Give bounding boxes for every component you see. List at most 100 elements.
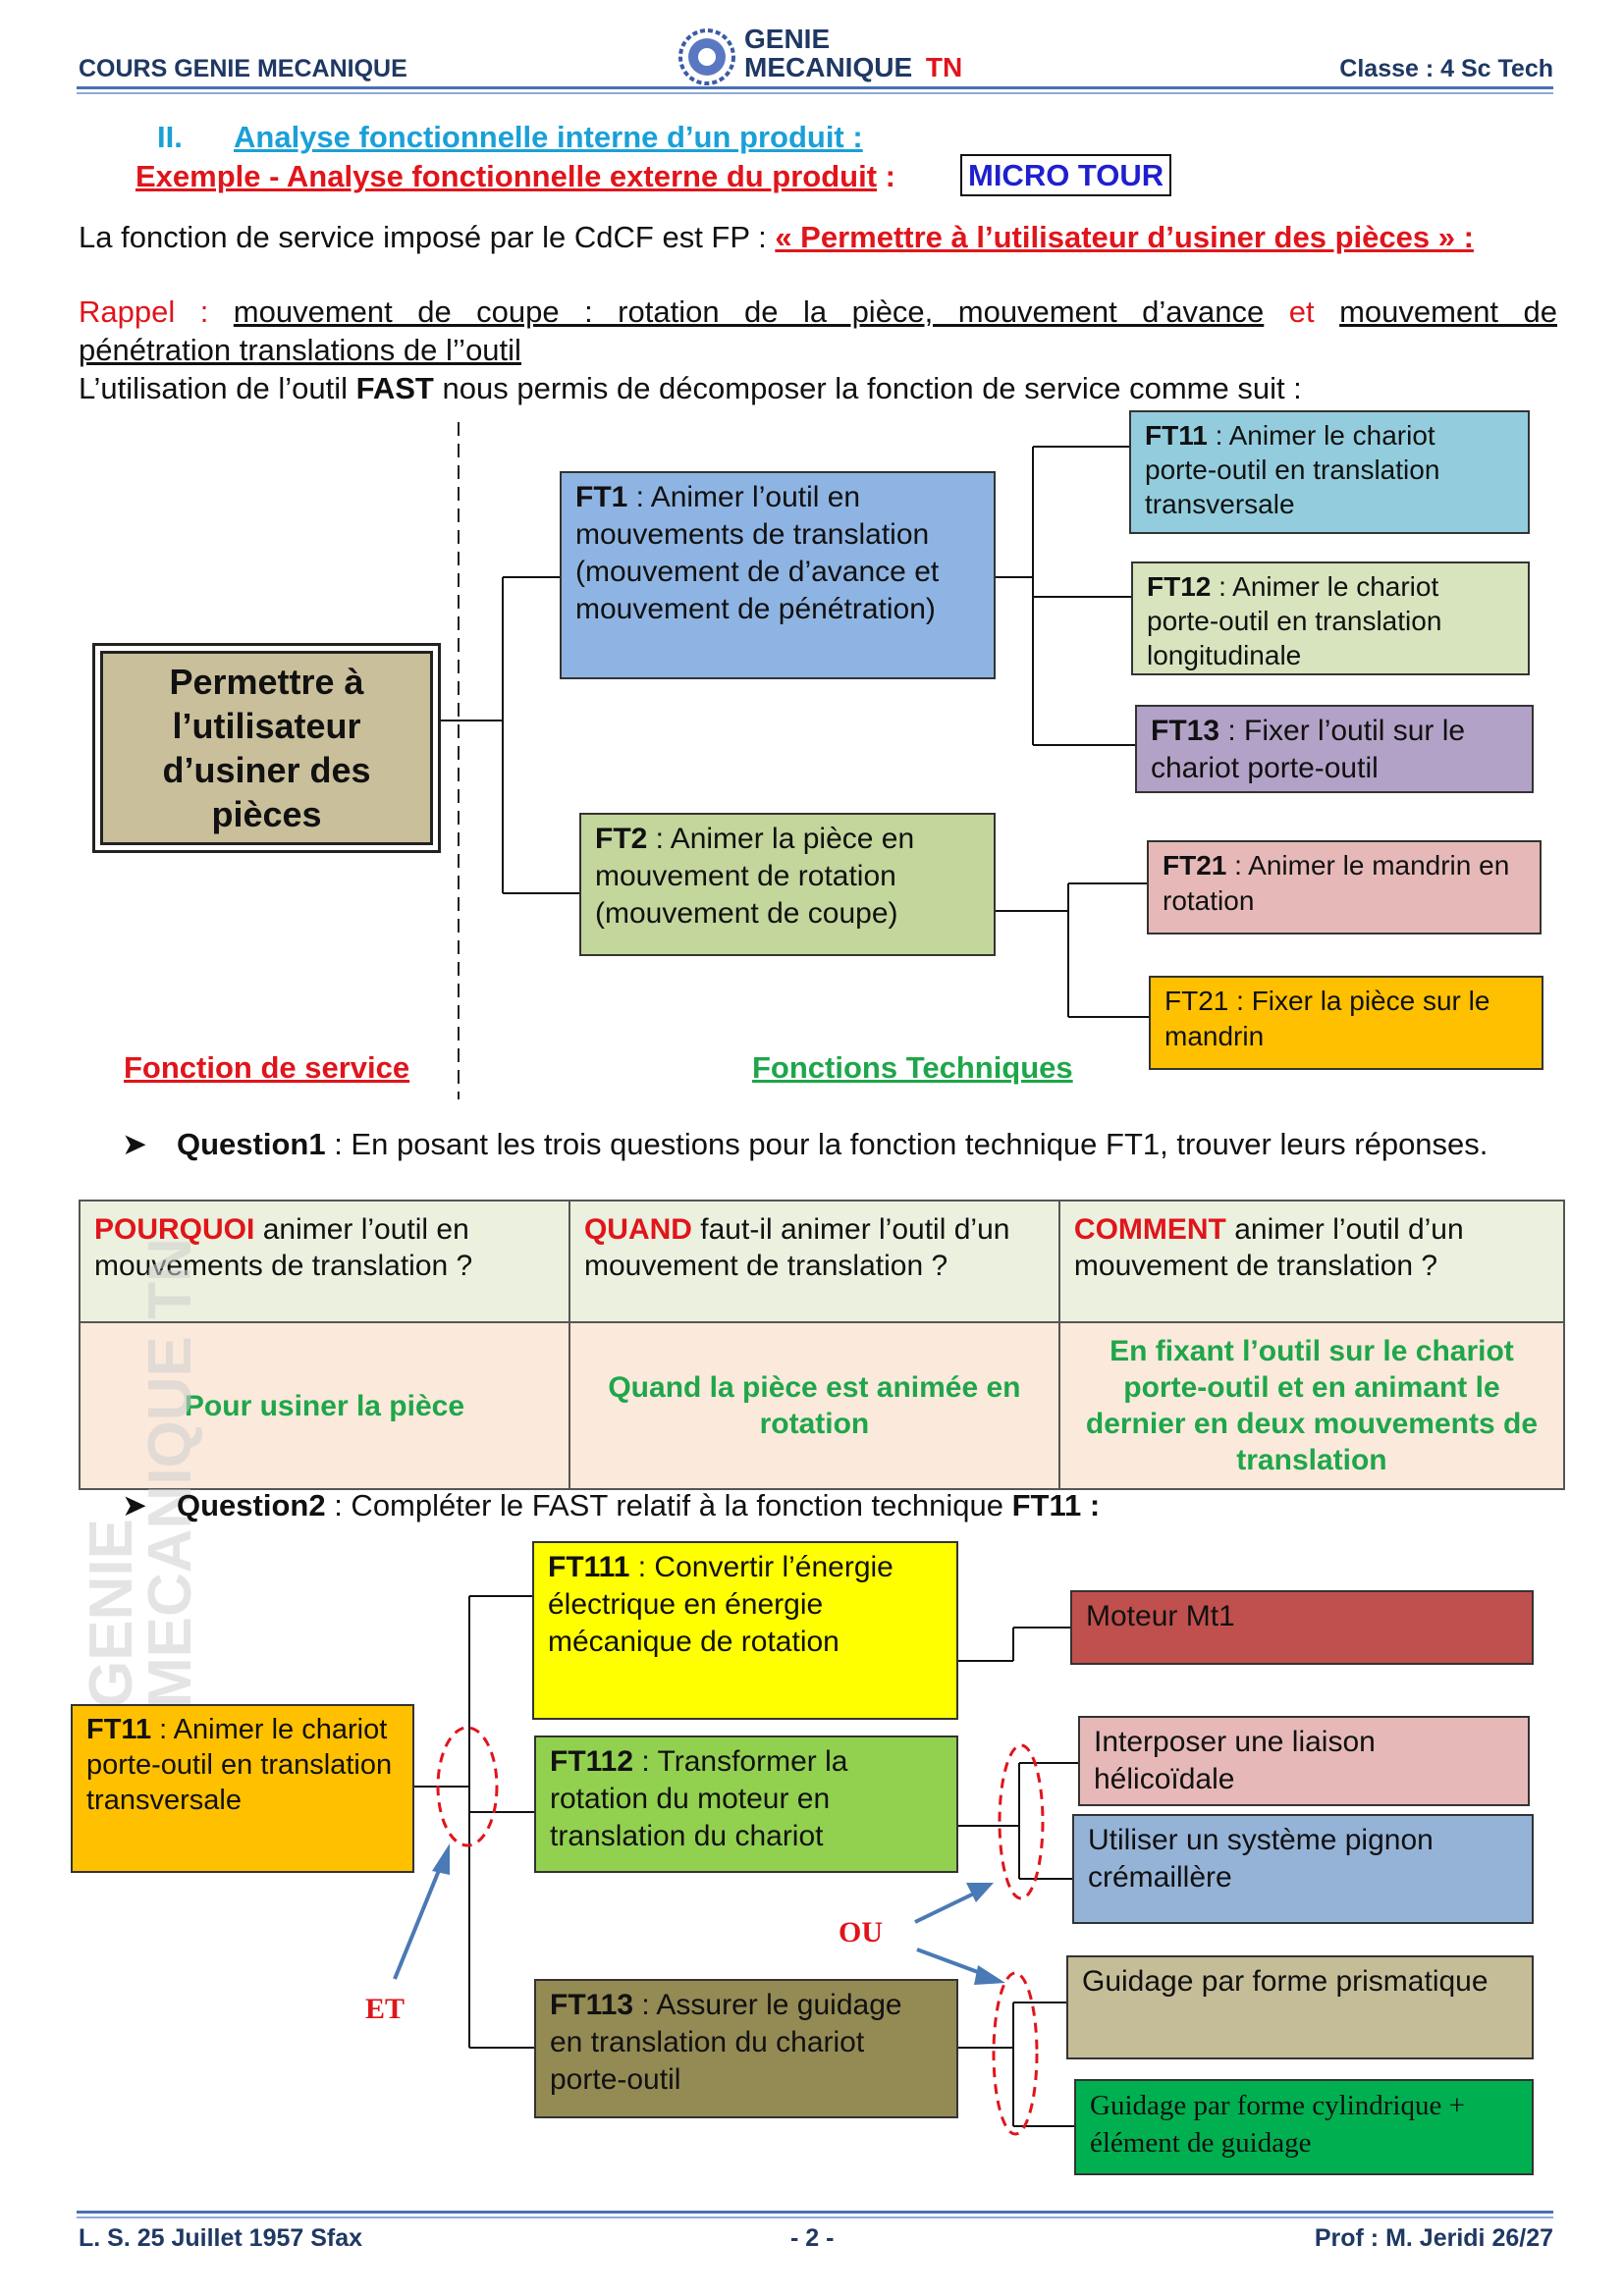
header-pourquoi: POURQUOI animer l’outil en mouvements de… xyxy=(79,1200,570,1323)
example-line: Exemple - Analyse fonctionnelle externe … xyxy=(135,157,895,195)
ft111-box: FT111 : Convertir l’énergie électrique e… xyxy=(532,1541,958,1720)
comment-rest: animer l’outil d’un mouvement de transla… xyxy=(1073,1213,1464,1282)
footer-left: L. S. 25 Juillet 1957 Sfax xyxy=(79,2224,363,2252)
pourquoi-rest: animer l’outil en mouvements de translat… xyxy=(94,1213,473,1282)
header-rule-thin xyxy=(77,92,1553,94)
service-function-text: Permettre à l’utilisateur d’usiner des p… xyxy=(162,662,371,834)
example-label: Exemple - Analyse fonctionnelle externe … xyxy=(135,159,878,193)
gear-logo-icon xyxy=(678,28,735,85)
ft1-text: : Animer l’outil en mouvements de transl… xyxy=(575,481,940,625)
logo-line1: GENIE xyxy=(744,24,831,54)
ft13-box: FT13 : Fixer l’outil sur le chariot port… xyxy=(1135,705,1534,793)
bullet-arrow-icon: ➤ xyxy=(122,1488,147,1522)
prismatique-text: Guidage par forme prismatique xyxy=(1082,1965,1489,1998)
question1-table: POURQUOI animer l’outil en mouvements de… xyxy=(79,1200,1566,1490)
ft113-text: : Assurer le guidage en translation du c… xyxy=(550,1989,902,2096)
question1: ➤ Question1 : En posant les trois questi… xyxy=(122,1125,1512,1163)
ft21-box: FT21 : Animer le mandrin en rotation xyxy=(1147,840,1542,934)
logo-mecanique: MECANIQUE xyxy=(744,52,913,82)
ft113-code: FT113 xyxy=(550,1989,634,2021)
ft111-code: FT111 xyxy=(548,1551,630,1583)
ft13-code: FT13 xyxy=(1151,715,1220,747)
rappel-text-b: mouvement de xyxy=(1339,294,1557,329)
example-colon: : xyxy=(877,159,895,193)
ft1-code: FT1 xyxy=(575,481,628,513)
rappel-label: Rappel : xyxy=(79,294,209,329)
pignon-box: Utiliser un système pignon crémaillère xyxy=(1072,1814,1534,1924)
label-fonction-service: Fonction de service xyxy=(124,1050,410,1085)
ft2-text: : Animer la pièce en mouvement de rotati… xyxy=(595,823,915,930)
ft21b-box: FT21 : Fixer la pièce sur le mandrin xyxy=(1149,976,1543,1070)
ft112-text: : Transformer la rotation du moteur en t… xyxy=(550,1745,848,1852)
logo: GENIE MECANIQUE TN xyxy=(677,26,1001,88)
ft11-box: FT11 : Animer le chariot porte-outil en … xyxy=(1129,410,1530,534)
pourquoi-key: POURQUOI xyxy=(94,1213,255,1246)
watermark-line2: MECANIQUE TN xyxy=(136,1238,204,1708)
footer-right: Prof : M. Jeridi 26/27 xyxy=(1314,2224,1553,2252)
product-name: MICRO TOUR xyxy=(960,154,1172,196)
ft1-box: FT1 : Animer l’outil en mouvements de tr… xyxy=(560,471,996,679)
logo-line2: MECANIQUE TN xyxy=(744,53,962,82)
ou-label: OU xyxy=(839,1916,883,1949)
header-comment: COMMENT animer l’outil d’un mouvement de… xyxy=(1057,1200,1566,1323)
fast-word: FAST xyxy=(355,371,434,405)
table-row: Pour usiner la pièce Quand la pièce est … xyxy=(79,1321,1566,1490)
ft112-code: FT112 xyxy=(550,1745,634,1778)
ft21b-text: FT21 : Fixer la pièce sur le mandrin xyxy=(1164,986,1490,1051)
ft11-main-box: FT11 : Animer le chariot porte-outil en … xyxy=(71,1704,414,1873)
ft111-text: : Convertir l’énergie électrique en éner… xyxy=(548,1551,893,1658)
et-label: ET xyxy=(365,1993,406,2025)
prismatique-box: Guidage par forme prismatique xyxy=(1066,1955,1534,2059)
section-title: Analyse fonctionnelle interne d’un produ… xyxy=(234,120,863,154)
rappel-line1: Rappel : mouvement de coupe : rotation d… xyxy=(79,293,1557,331)
rappel-et: et xyxy=(1288,294,1315,329)
header-left: COURS GENIE MECANIQUE xyxy=(79,55,407,82)
ft11-main-code: FT11 xyxy=(86,1714,152,1745)
helicoidale-text: Interposer une liaison hélicoïdale xyxy=(1094,1726,1376,1795)
helicoidale-box: Interposer une liaison hélicoïdale xyxy=(1078,1716,1530,1806)
ft113-box: FT113 : Assurer le guidage en translatio… xyxy=(534,1979,958,2118)
ft11-text: : Animer le chariot porte-outil en trans… xyxy=(1145,420,1440,519)
question1-label: Question1 xyxy=(177,1127,326,1161)
pignon-text: Utiliser un système pignon crémaillère xyxy=(1088,1824,1434,1894)
ft2-code: FT2 xyxy=(595,823,648,855)
intro-line3: L’utilisation de l’outil FAST nous permi… xyxy=(79,369,1302,407)
header-right: Classe : 4 Sc Tech xyxy=(1339,55,1553,82)
intro-line1: La fonction de service imposé par le CdC… xyxy=(79,218,1474,256)
rappel-text-a: mouvement de coupe : rotation de la pièc… xyxy=(233,294,1265,329)
intro-line3-prefix: L’utilisation de l’outil xyxy=(79,371,349,405)
answer-quand: Quand la pièce est animée en rotation xyxy=(568,1321,1060,1490)
moteur-box: Moteur Mt1 xyxy=(1070,1590,1534,1665)
question2-code: FT11 : xyxy=(1011,1488,1101,1522)
bullet-arrow-icon: ➤ xyxy=(122,1127,147,1161)
ft12-text: : Animer le chariot porte-outil en trans… xyxy=(1147,571,1442,670)
ft11-main-text: : Animer le chariot porte-outil en trans… xyxy=(86,1714,393,1816)
section-number: II. xyxy=(157,120,183,154)
ft21-code: FT21 xyxy=(1163,850,1227,881)
question1-text: : En posant les trois questions pour la … xyxy=(325,1127,1489,1161)
ft12-code: FT12 xyxy=(1147,571,1212,602)
question2-text: : Compléter le FAST relatif à la fonctio… xyxy=(325,1488,1003,1522)
service-function-inner: Permettre à l’utilisateur d’usiner des p… xyxy=(100,651,433,845)
intro-line3-suffix: nous permis de décomposer la fonction de… xyxy=(442,371,1302,405)
label-fonctions-techniques: Fonctions Techniques xyxy=(752,1050,1073,1085)
ft2-box: FT2 : Animer la pièce en mouvement de ro… xyxy=(579,813,996,956)
header-quand: QUAND faut-il animer l’outil d’un mouvem… xyxy=(568,1200,1060,1323)
answer-comment: En fixant l’outil sur le chariot porte-o… xyxy=(1057,1321,1566,1490)
ft13-text: : Fixer l’outil sur le chariot porte-out… xyxy=(1151,715,1466,784)
question2: ➤ Question2 : Compléter le FAST relatif … xyxy=(122,1486,1101,1524)
question2-label: Question2 xyxy=(177,1488,326,1522)
ft21-text: : Animer le mandrin en rotation xyxy=(1163,850,1510,916)
cylindrique-text: Guidage par forme cylindrique + élément … xyxy=(1090,2090,1465,2159)
footer-rule-thin xyxy=(77,2216,1553,2218)
service-function-box: Permettre à l’utilisateur d’usiner des p… xyxy=(92,643,441,853)
quand-rest: faut-il animer l’outil d’un mouvement de… xyxy=(583,1213,1010,1282)
answer-pourquoi: Pour usiner la pièce xyxy=(79,1321,570,1490)
ft12-box: FT12 : Animer le chariot porte-outil en … xyxy=(1131,561,1530,675)
page-number: - 2 - xyxy=(790,2224,835,2252)
ft112-box: FT112 : Transformer la rotation du moteu… xyxy=(534,1735,958,1873)
header-rule xyxy=(77,86,1553,89)
quand-key: QUAND xyxy=(583,1213,692,1246)
logo-tn: TN xyxy=(925,52,963,82)
fp-statement: « Permettre à l’utilisateur d’usiner des… xyxy=(775,220,1474,254)
